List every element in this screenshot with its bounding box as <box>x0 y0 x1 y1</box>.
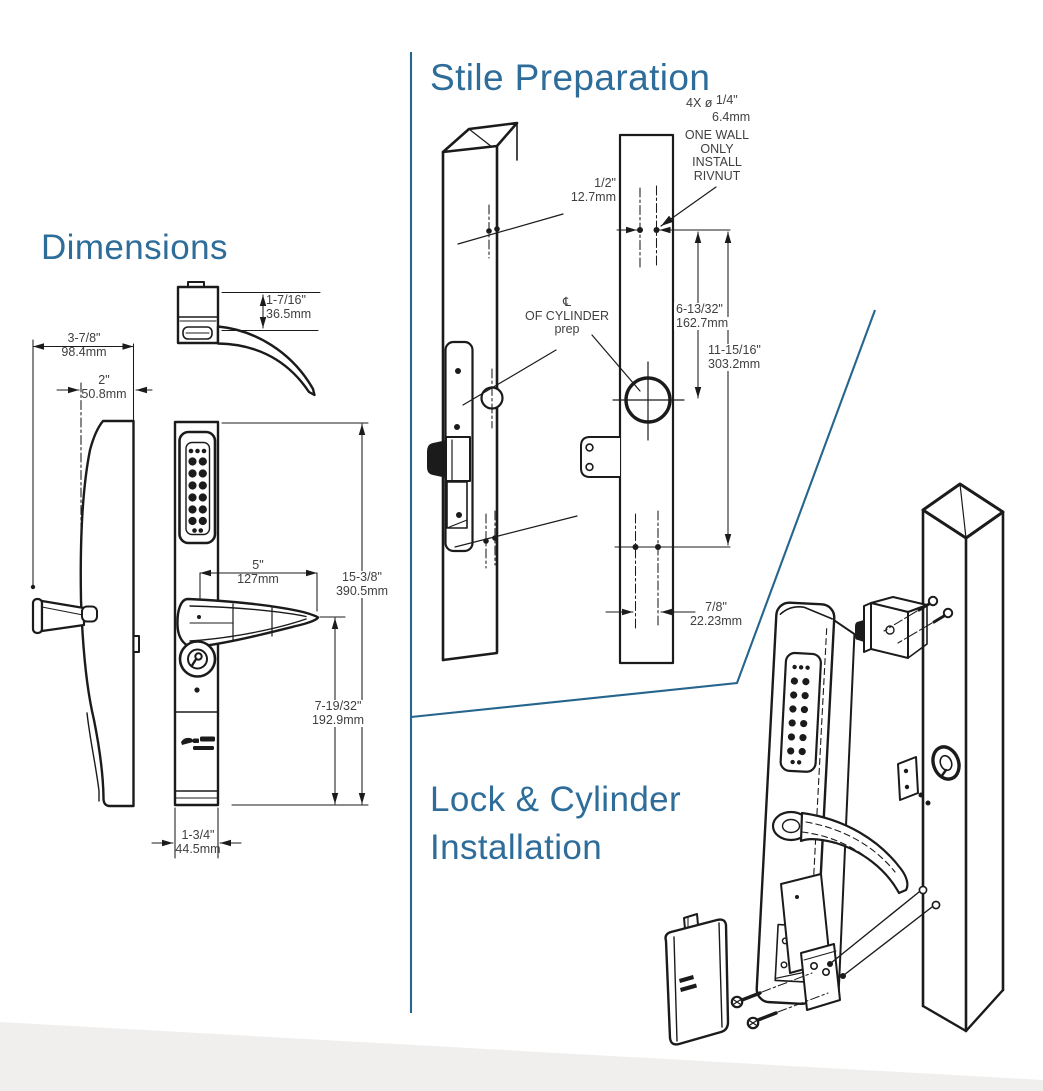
dimensions-diagram <box>30 281 369 859</box>
mounting-screws <box>730 972 829 1030</box>
brand-logo <box>181 736 215 750</box>
bottom-cover <box>664 913 730 1046</box>
cylinder-collar <box>897 756 919 801</box>
mortise-lock-body <box>855 595 954 659</box>
dim-label-handle-length: 5" 127mm <box>237 558 279 586</box>
installation-exploded-diagram <box>664 482 1005 1046</box>
key-cylinder <box>178 640 217 678</box>
dim-label-body-width: 1-3/4" 44.5mm <box>175 828 221 856</box>
dim-label-top-to-cylinder: 6-13/32" 162.7mm <box>674 302 731 330</box>
dim-label-body-height: 15-3/8" 390.5mm <box>333 570 391 598</box>
page-edge-shadow <box>0 1022 1043 1091</box>
door-stile-post <box>918 482 1005 1033</box>
dim-label-handle-to-bottom: 7-19/32" 192.9mm <box>309 699 367 727</box>
dim-label-bottom-hole-spacing: 7/8" 22.23mm <box>689 600 743 628</box>
keypad <box>178 430 217 545</box>
stile-preparation-diagram <box>427 121 732 665</box>
dim-label-body-depth: 2" 50.8mm <box>81 373 127 401</box>
stile-iso-view <box>427 121 578 662</box>
dim-label-overall-depth: 3-7/8" 98.4mm <box>61 331 107 359</box>
stile-elevation-view <box>580 133 732 665</box>
lever-handle <box>176 597 320 649</box>
section-dividers <box>409 52 876 1013</box>
dim-label-hole-callout: 4X ø 1/4" 6.4mm <box>686 93 751 124</box>
lock-top-view <box>176 281 321 397</box>
lock-side-view <box>30 339 153 808</box>
lock-cylinder-installation-title: Lock & Cylinder Installation <box>430 780 682 867</box>
label-cylinder-centerline: ℄ OF CYLINDER prep <box>524 295 610 336</box>
dim-label-hole-span: 11-15/16" 303.2mm <box>706 343 763 371</box>
stile-preparation-title: Stile Preparation <box>430 57 711 98</box>
dimensions-title: Dimensions <box>41 228 228 267</box>
dim-label-hole-offset: 1/2" 12.7mm <box>570 176 616 204</box>
lock-front-view <box>151 420 369 859</box>
handle-assembly <box>771 810 933 1011</box>
dim-label-handle-height: 1-7/16" 36.5mm <box>266 293 312 321</box>
note-rivnut: ONE WALL ONLY INSTALL RIVNUT <box>684 128 750 183</box>
